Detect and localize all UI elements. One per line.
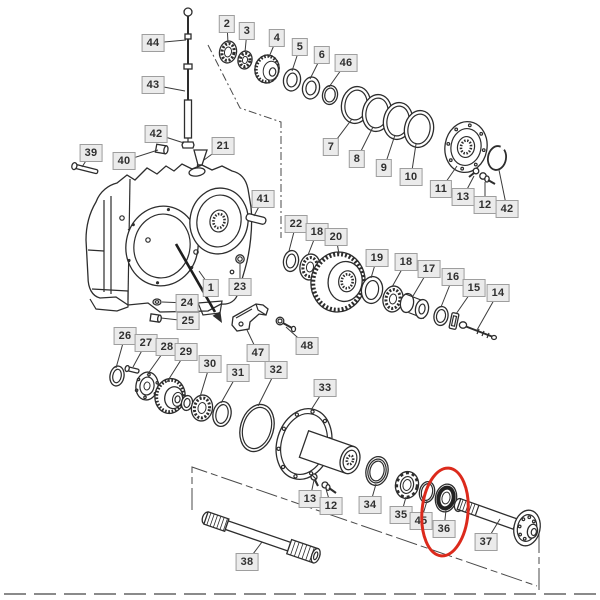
part-label-42-right[interactable]: 42 xyxy=(495,200,519,218)
part-16-ring xyxy=(433,305,449,327)
part-label-46[interactable]: 46 xyxy=(334,54,358,72)
part-label-34[interactable]: 34 xyxy=(358,496,382,514)
part-label-17[interactable]: 17 xyxy=(417,260,441,278)
part-25-plug xyxy=(149,313,162,323)
part-30-bearing xyxy=(190,394,214,422)
part-label-31[interactable]: 31 xyxy=(226,364,250,382)
part-label-2[interactable]: 2 xyxy=(218,15,236,33)
part-label-20[interactable]: 20 xyxy=(324,228,348,246)
part-label-22[interactable]: 22 xyxy=(284,215,308,233)
part-6-ring xyxy=(301,76,321,100)
part-1-housing xyxy=(85,163,253,316)
part-label-7[interactable]: 7 xyxy=(322,138,340,156)
part-11-drum xyxy=(444,120,488,174)
part-42-top-nut xyxy=(181,141,195,149)
part-26-ring xyxy=(109,365,125,387)
part-19-ring xyxy=(360,275,384,305)
part-47-shifter-plate xyxy=(231,303,269,332)
part-37-axle-shaft xyxy=(453,497,541,547)
part-34-race xyxy=(365,455,389,487)
part-label-15[interactable]: 15 xyxy=(462,279,486,297)
part-35-locknut xyxy=(394,470,420,500)
part-label-42-top[interactable]: 42 xyxy=(144,125,168,143)
part-label-1[interactable]: 1 xyxy=(202,279,220,297)
part-label-11[interactable]: 11 xyxy=(429,180,453,198)
assembly-direction-arrow xyxy=(174,243,222,323)
part-label-43[interactable]: 43 xyxy=(141,76,165,94)
part-24-washer xyxy=(152,298,162,306)
part-42-right-snap-ring xyxy=(486,144,508,171)
part-label-24[interactable]: 24 xyxy=(175,294,199,312)
part-4-gear-hub xyxy=(254,54,280,84)
part-label-32[interactable]: 32 xyxy=(264,361,288,379)
part-label-21[interactable]: 21 xyxy=(211,137,235,155)
part-28-flange xyxy=(134,371,160,401)
part-label-6[interactable]: 6 xyxy=(313,46,331,64)
part-41-pin xyxy=(245,213,267,225)
part-label-30[interactable]: 30 xyxy=(198,355,222,373)
part-12-upper-bolt xyxy=(479,172,496,185)
part-2-bearing xyxy=(218,40,238,64)
part-label-18-right[interactable]: 18 xyxy=(394,253,418,271)
part-label-14[interactable]: 14 xyxy=(486,284,510,302)
part-label-19[interactable]: 19 xyxy=(365,249,389,267)
highlight-ellipse xyxy=(420,466,470,558)
part-label-41[interactable]: 41 xyxy=(251,190,275,208)
part-label-4[interactable]: 4 xyxy=(268,29,286,47)
part-label-18-left[interactable]: 18 xyxy=(305,223,329,241)
part-23-plug xyxy=(235,254,245,264)
part-label-36[interactable]: 36 xyxy=(432,520,456,538)
part-3-bearing xyxy=(237,50,253,70)
part-label-3[interactable]: 3 xyxy=(238,22,256,40)
part-13-lower-screw xyxy=(310,473,319,487)
part-32-gasket xyxy=(239,403,275,453)
part-label-39[interactable]: 39 xyxy=(79,144,103,162)
part-label-44[interactable]: 44 xyxy=(141,34,165,52)
part-22-ring xyxy=(282,249,300,273)
phantom-lines xyxy=(4,44,596,595)
part-40-plug xyxy=(154,143,169,155)
part-31-ring xyxy=(212,400,232,428)
part-5-ring xyxy=(282,68,302,92)
part-39-pin xyxy=(71,161,99,175)
part-label-23[interactable]: 23 xyxy=(228,278,252,296)
part-label-29[interactable]: 29 xyxy=(174,343,198,361)
part-label-38[interactable]: 38 xyxy=(235,553,259,571)
part-33-axle-housing-flange xyxy=(275,408,361,480)
part-label-28[interactable]: 28 xyxy=(155,338,179,356)
part-38-drive-shaft xyxy=(201,511,321,564)
part-label-27[interactable]: 27 xyxy=(134,334,158,352)
part-label-48[interactable]: 48 xyxy=(295,337,319,355)
part-12-lower-bolt xyxy=(321,481,337,494)
part-label-9[interactable]: 9 xyxy=(375,159,393,177)
part-label-33[interactable]: 33 xyxy=(313,379,337,397)
part-13-upper-screw xyxy=(468,167,480,178)
part-14-bolt xyxy=(458,321,498,341)
part-label-40[interactable]: 40 xyxy=(112,152,136,170)
part-label-12-lower[interactable]: 12 xyxy=(319,497,343,515)
part-label-13-lower[interactable]: 13 xyxy=(298,490,322,508)
part-label-5[interactable]: 5 xyxy=(291,38,309,56)
part-27-pin xyxy=(124,364,140,374)
part-48-bolt xyxy=(275,316,297,333)
part-label-16[interactable]: 16 xyxy=(441,268,465,286)
part-44-dipstick xyxy=(183,7,193,100)
part-29-gear xyxy=(154,377,186,415)
part-label-47[interactable]: 47 xyxy=(246,344,270,362)
part-label-37[interactable]: 37 xyxy=(474,533,498,551)
part-46-snap-ring xyxy=(321,84,339,106)
part-17-spacer xyxy=(399,292,430,320)
part-label-25[interactable]: 25 xyxy=(176,312,200,330)
part-label-8[interactable]: 8 xyxy=(348,150,366,168)
part-36-seal xyxy=(434,483,458,513)
part-label-10[interactable]: 10 xyxy=(399,168,423,186)
part-15-clip xyxy=(448,312,460,330)
